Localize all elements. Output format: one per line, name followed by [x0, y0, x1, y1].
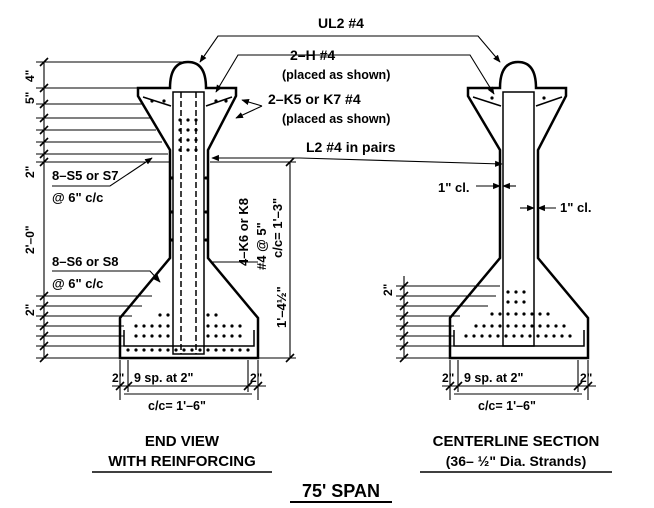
- dim-right-middle: 9 sp. at 2": [464, 371, 523, 385]
- dim-2-0: 2'–0": [23, 225, 37, 254]
- dim-right-cc: c/c= 1'–6": [478, 399, 536, 413]
- end-view-inner-bars: [123, 91, 255, 355]
- clear-cover-arrows: [476, 182, 556, 212]
- callout-labels: UL2 #4 2–H #4 (placed as shown) 2–K5 or …: [52, 15, 591, 291]
- end-view-strands: [126, 99, 250, 352]
- label-k-note: (placed as shown): [282, 112, 390, 126]
- dim-left-middle: 9 sp. at 2": [134, 371, 193, 385]
- end-view-dimension-ticks: [39, 57, 49, 363]
- dim-left-edge-r: 2": [250, 371, 262, 385]
- label-k6: 4–K6 or K8: [236, 198, 251, 266]
- label-clear-right: 1" cl.: [560, 200, 591, 215]
- captions: END VIEW WITH REINFORCING CENTERLINE SEC…: [108, 433, 599, 501]
- caption-end-view-2: WITH REINFORCING: [108, 453, 256, 470]
- dim-2-bottom: 2": [23, 304, 37, 316]
- end-view-bottom-dimension: [112, 360, 266, 400]
- dim-2-top: 2": [23, 166, 37, 178]
- bottom-dims-text-left: 2" 9 sp. at 2" 2" c/c= 1'–6": [112, 371, 262, 413]
- dim-2-right: 2": [381, 284, 395, 296]
- label-s6-spacing: @ 6" c/c: [52, 276, 103, 291]
- caption-centerline-1: CENTERLINE SECTION: [433, 433, 600, 450]
- label-clear-left: 1" cl.: [438, 180, 469, 195]
- centerline-inner-bars: [453, 91, 585, 347]
- end-view-right-dimension: [210, 157, 296, 363]
- dim-5: 5": [23, 92, 37, 104]
- dim-right-edge-r: 2": [580, 371, 592, 385]
- label-l2: L2 #4 in pairs: [306, 139, 396, 155]
- label-h-note: (placed as shown): [282, 68, 390, 82]
- dimension-labels: 4" 5" 2" 2'–0" 2" 1'–4½" 2": [23, 70, 395, 328]
- end-view-left-dimensions: [36, 61, 186, 359]
- centerline-outline: [448, 60, 590, 360]
- label-s5-spacing: @ 6" c/c: [52, 190, 103, 205]
- center-callout-leaders: [199, 35, 503, 167]
- caption-span: 75' SPAN: [302, 481, 380, 501]
- centerline-left-dimension: [396, 276, 500, 363]
- k6-rotated-labels: 4–K6 or K8 #4 @ 5" c/c= 1'–3": [236, 198, 285, 270]
- dim-left-edge-l: 2": [112, 371, 124, 385]
- label-k-bars: 2–K5 or K7 #4: [268, 91, 361, 107]
- dim-1-4half: 1'–4½": [274, 286, 289, 328]
- end-view-outline: [118, 60, 260, 360]
- label-ul2: UL2 #4: [318, 15, 364, 31]
- bottom-dims-text-right: 2" 9 sp. at 2" 2" c/c= 1'–6": [442, 371, 592, 413]
- label-k6-cc: c/c= 1'–3": [270, 198, 285, 258]
- caption-centerline-2: (36– ½" Dia. Strands): [446, 453, 586, 469]
- label-s6: 8–S6 or S8: [52, 254, 119, 269]
- dim-4: 4": [23, 70, 37, 82]
- end-view-leaders: [52, 157, 258, 283]
- label-s5: 8–S5 or S7: [52, 168, 119, 183]
- label-k6-spacing: #4 @ 5": [254, 222, 269, 270]
- centerline-bottom-dimension: [442, 360, 596, 400]
- label-h-bars: 2–H #4: [290, 47, 335, 63]
- dim-left-cc: c/c= 1'–6": [148, 399, 206, 413]
- caption-end-view-1: END VIEW: [145, 433, 220, 450]
- centerline-strands: [464, 96, 572, 338]
- dim-right-edge-l: 2": [442, 371, 454, 385]
